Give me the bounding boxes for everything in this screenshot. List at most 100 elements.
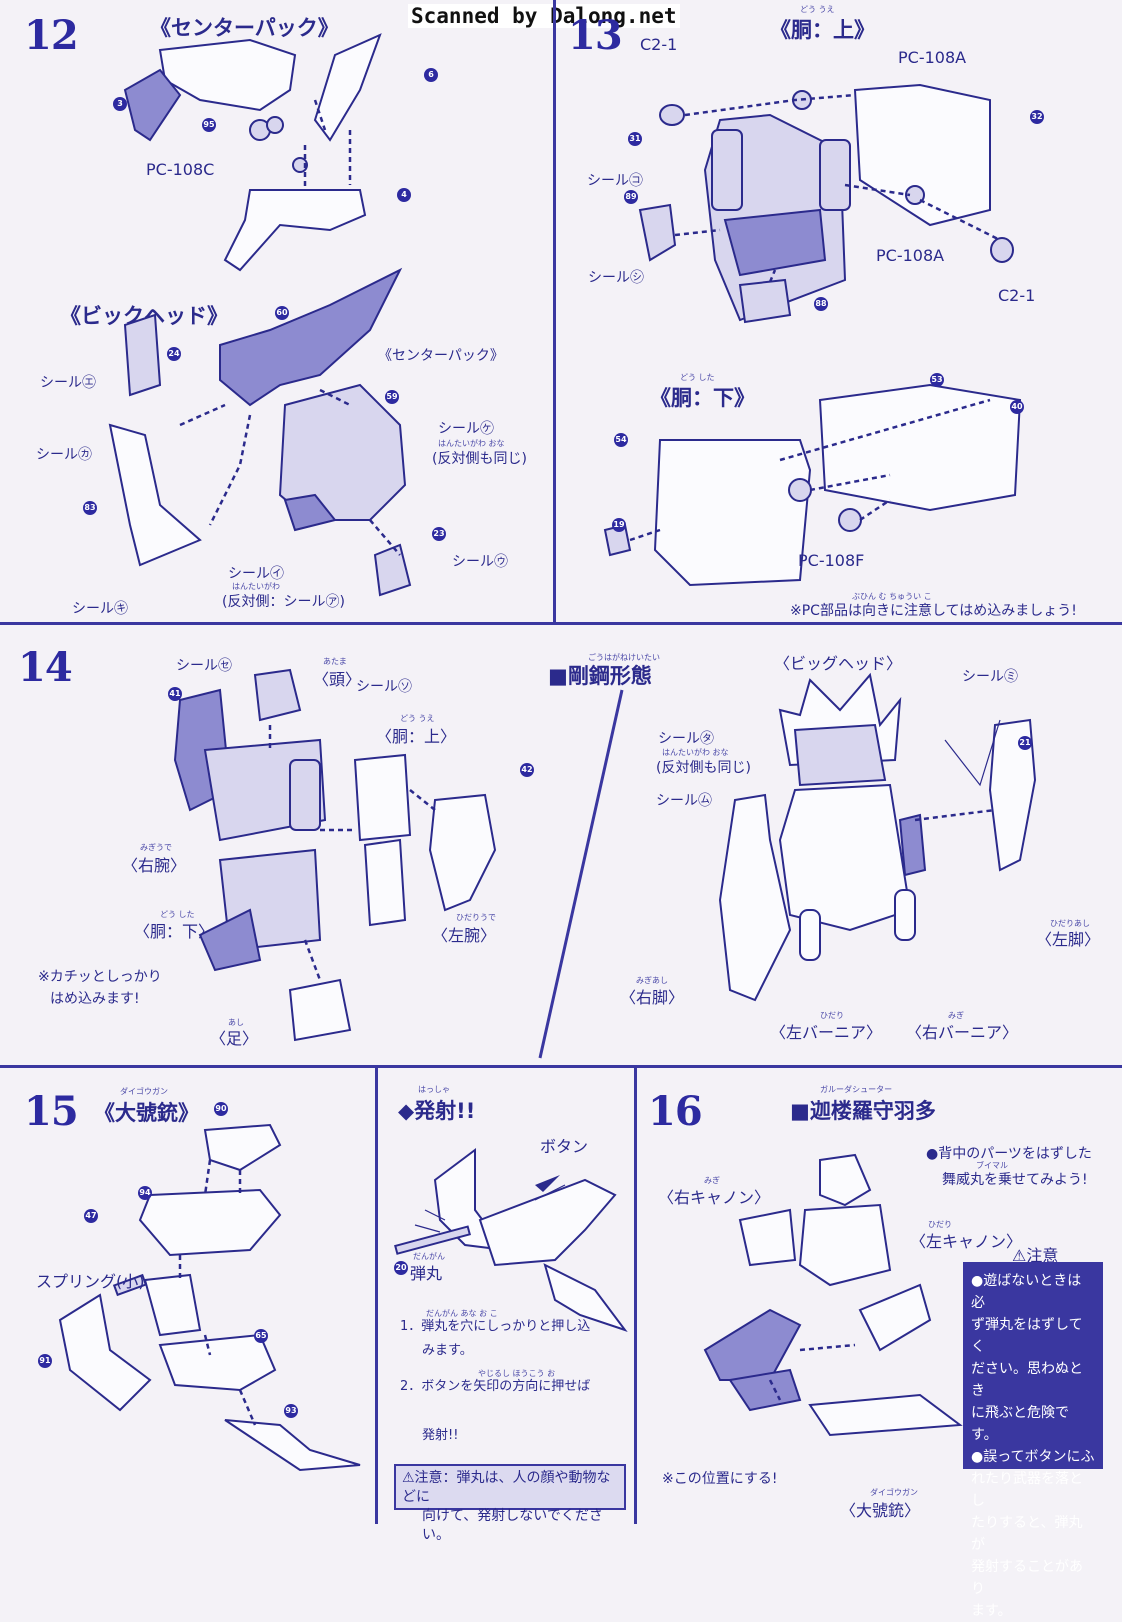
label-torso-upper-14: 〈胴：上〉: [376, 727, 457, 746]
ruby-step2: やじるし ほうこう お: [478, 1369, 556, 1378]
caution-title: ⚠注意: [1012, 1246, 1059, 1265]
note-same-side: (反対側も同じ): [432, 451, 527, 467]
label-head: 〈頭〉: [313, 670, 362, 689]
seal-u: シール㋒: [452, 554, 508, 570]
part-number-95: 95: [202, 118, 216, 132]
torso-upper-illustration: [638, 83, 1014, 324]
part-number-32: 32: [1030, 110, 1044, 124]
step-number-12: 12: [24, 12, 79, 59]
ruby-daigougan-16: ダイゴウガン: [870, 1488, 918, 1497]
seal-ki: シール㋖: [72, 601, 128, 617]
part-number-94: 94: [138, 1186, 152, 1200]
part-number-89: 89: [624, 190, 638, 204]
ruby-hantaigawa-gohkou: はんたいがわ おな: [662, 748, 729, 757]
seal-se: シール㋝: [176, 658, 232, 674]
part-number-40: 40: [1010, 400, 1024, 414]
seal-e: シール㋓: [40, 375, 96, 391]
part-number-54: 54: [614, 433, 628, 447]
ruby-dou-shita-13: どう した: [680, 373, 715, 382]
title-center-pack: 《センターパック》: [150, 16, 339, 40]
warn-line-2: ず弾丸をはずしてく: [971, 1317, 1083, 1355]
label-pc108a-mid: PC-108A: [876, 246, 945, 265]
title-fire: ◆発射!!: [398, 1099, 476, 1123]
seal-ta: シール㋟: [658, 731, 714, 747]
label-button: ボタン: [540, 1137, 589, 1156]
label-left-cannon: 〈左キャノン〉: [910, 1232, 1023, 1251]
note-same-side-gohkou: (反対側も同じ): [656, 760, 751, 776]
ruby-migi-vernier: みぎ: [948, 1011, 964, 1020]
gohkou-form-illustration: [718, 672, 1037, 1002]
seal-so: シール㋞: [356, 679, 412, 695]
part-number-90: 90: [214, 1102, 228, 1116]
part-number-53: 53: [930, 373, 944, 387]
label-left-leg: 〈左脚〉: [1036, 930, 1101, 949]
fire-step2-line1: 2．ボタンを矢印の方向に押せば: [400, 1379, 591, 1394]
part-number-3: 3: [113, 97, 127, 111]
center-pack-illustration: [123, 33, 382, 272]
label-left-vernier: 〈左バーニア〉: [770, 1023, 883, 1042]
title-garuda-shooter: ■迦楼羅守羽多: [790, 1099, 936, 1123]
label-right-leg: 〈右脚〉: [620, 988, 685, 1007]
part-number-24: 24: [167, 347, 181, 361]
ruby-migiashi: みぎあし: [636, 976, 668, 985]
label-pc108a-top: PC-108A: [898, 48, 967, 67]
label-pc108c: PC-108C: [146, 160, 215, 179]
part-number-59: 59: [385, 390, 399, 404]
ruby-ashi: あし: [228, 1018, 244, 1027]
title-torso-upper: 《胴：上》: [770, 18, 875, 42]
part-number-21: 21: [1018, 736, 1032, 750]
title-torso-lower: 《胴：下》: [650, 386, 755, 410]
body-assembly-illustration: [173, 668, 497, 1042]
warn-line-1: ●遊ばないときは必: [971, 1273, 1082, 1311]
divider-vertical-bottom-2: [634, 1068, 637, 1524]
seal-ka: シール㋕: [36, 447, 92, 463]
ruby-daigougan: ダイゴウガン: [120, 1087, 168, 1096]
note-click-line1: ※カチッとしっかり: [38, 969, 162, 985]
divider-vertical-bottom-1: [375, 1068, 378, 1524]
warn-line-5: ●誤ってボタンにふ: [971, 1449, 1095, 1465]
label-bullet: 弾丸: [410, 1264, 443, 1283]
label-right-vernier: 〈右バーニア〉: [906, 1023, 1019, 1042]
ruby-hidariashi: ひだりあし: [1050, 919, 1090, 928]
label-big-head-14: 〈ビッグヘッド〉: [774, 654, 903, 673]
garuda-shooter-illustration: [703, 1153, 963, 1437]
divider-slant: [538, 689, 624, 1059]
note-pc-direction: ※PC部品は向きに注意してはめ込みましょう!: [790, 603, 1077, 619]
part-number-93: 93: [284, 1404, 298, 1418]
part-number-88: 88: [814, 297, 828, 311]
note-click-line2: はめ込みます!: [50, 991, 140, 1007]
daigougan-assembly-illustration: [58, 1123, 361, 1472]
part-number-6: 6: [424, 68, 438, 82]
divider-horizontal-1: [0, 622, 1122, 625]
label-right-cannon: 〈右キャノン〉: [658, 1188, 771, 1207]
part-number-41: 41: [168, 687, 182, 701]
ruby-hassha: はっしゃ: [418, 1085, 450, 1094]
divider-horizontal-2: [0, 1065, 1122, 1068]
ruby-migiude: みぎうで: [140, 843, 172, 852]
note-this-position: ※この位置にする!: [662, 1471, 778, 1487]
ruby-dou-shita-14: どう した: [160, 910, 195, 919]
ruby-step1: だんがん あな お こ: [426, 1309, 498, 1318]
part-number-42: 42: [520, 763, 534, 777]
warn-line-7: たりすると、弾丸が: [971, 1515, 1083, 1553]
ruby-hantaigawa-2: はんたいがわ: [232, 582, 280, 591]
caution-line1: ⚠注意：弾丸は、人の顔や動物などに: [402, 1470, 611, 1505]
step-number-15: 15: [24, 1088, 79, 1135]
part-number-4: 4: [397, 188, 411, 202]
note-ride: 舞威丸を乗せてみよう!: [942, 1172, 1088, 1188]
ruby-garuda: ガルーダシューター: [820, 1085, 893, 1094]
ruby-dangan: だんがん: [413, 1252, 445, 1261]
warn-line-8: 発射することがあり: [971, 1559, 1083, 1597]
ruby-hidariude: ひだりうで: [456, 913, 496, 922]
ruby-hidari-cannon: ひだり: [928, 1220, 952, 1229]
ruby-gohkou: ごうはがねけいたい: [588, 653, 660, 662]
note-back-parts: ●背中のパーツをはずした: [926, 1146, 1092, 1162]
divider-vertical-top: [553, 0, 556, 622]
caution-line2: 向けて、発射しないでください。: [422, 1508, 603, 1543]
note-opposite-a: (反対側：シール㋐): [222, 594, 345, 610]
seal-mu: シール㋰: [656, 793, 712, 809]
warn-line-6: れたり武器を落とし: [971, 1471, 1083, 1509]
label-center-pack-ref: 《センターパック》: [378, 348, 504, 364]
step-number-13: 13: [568, 12, 623, 59]
fire-step1-line1: 1．弾丸を穴にしっかりと押し込: [400, 1319, 591, 1334]
